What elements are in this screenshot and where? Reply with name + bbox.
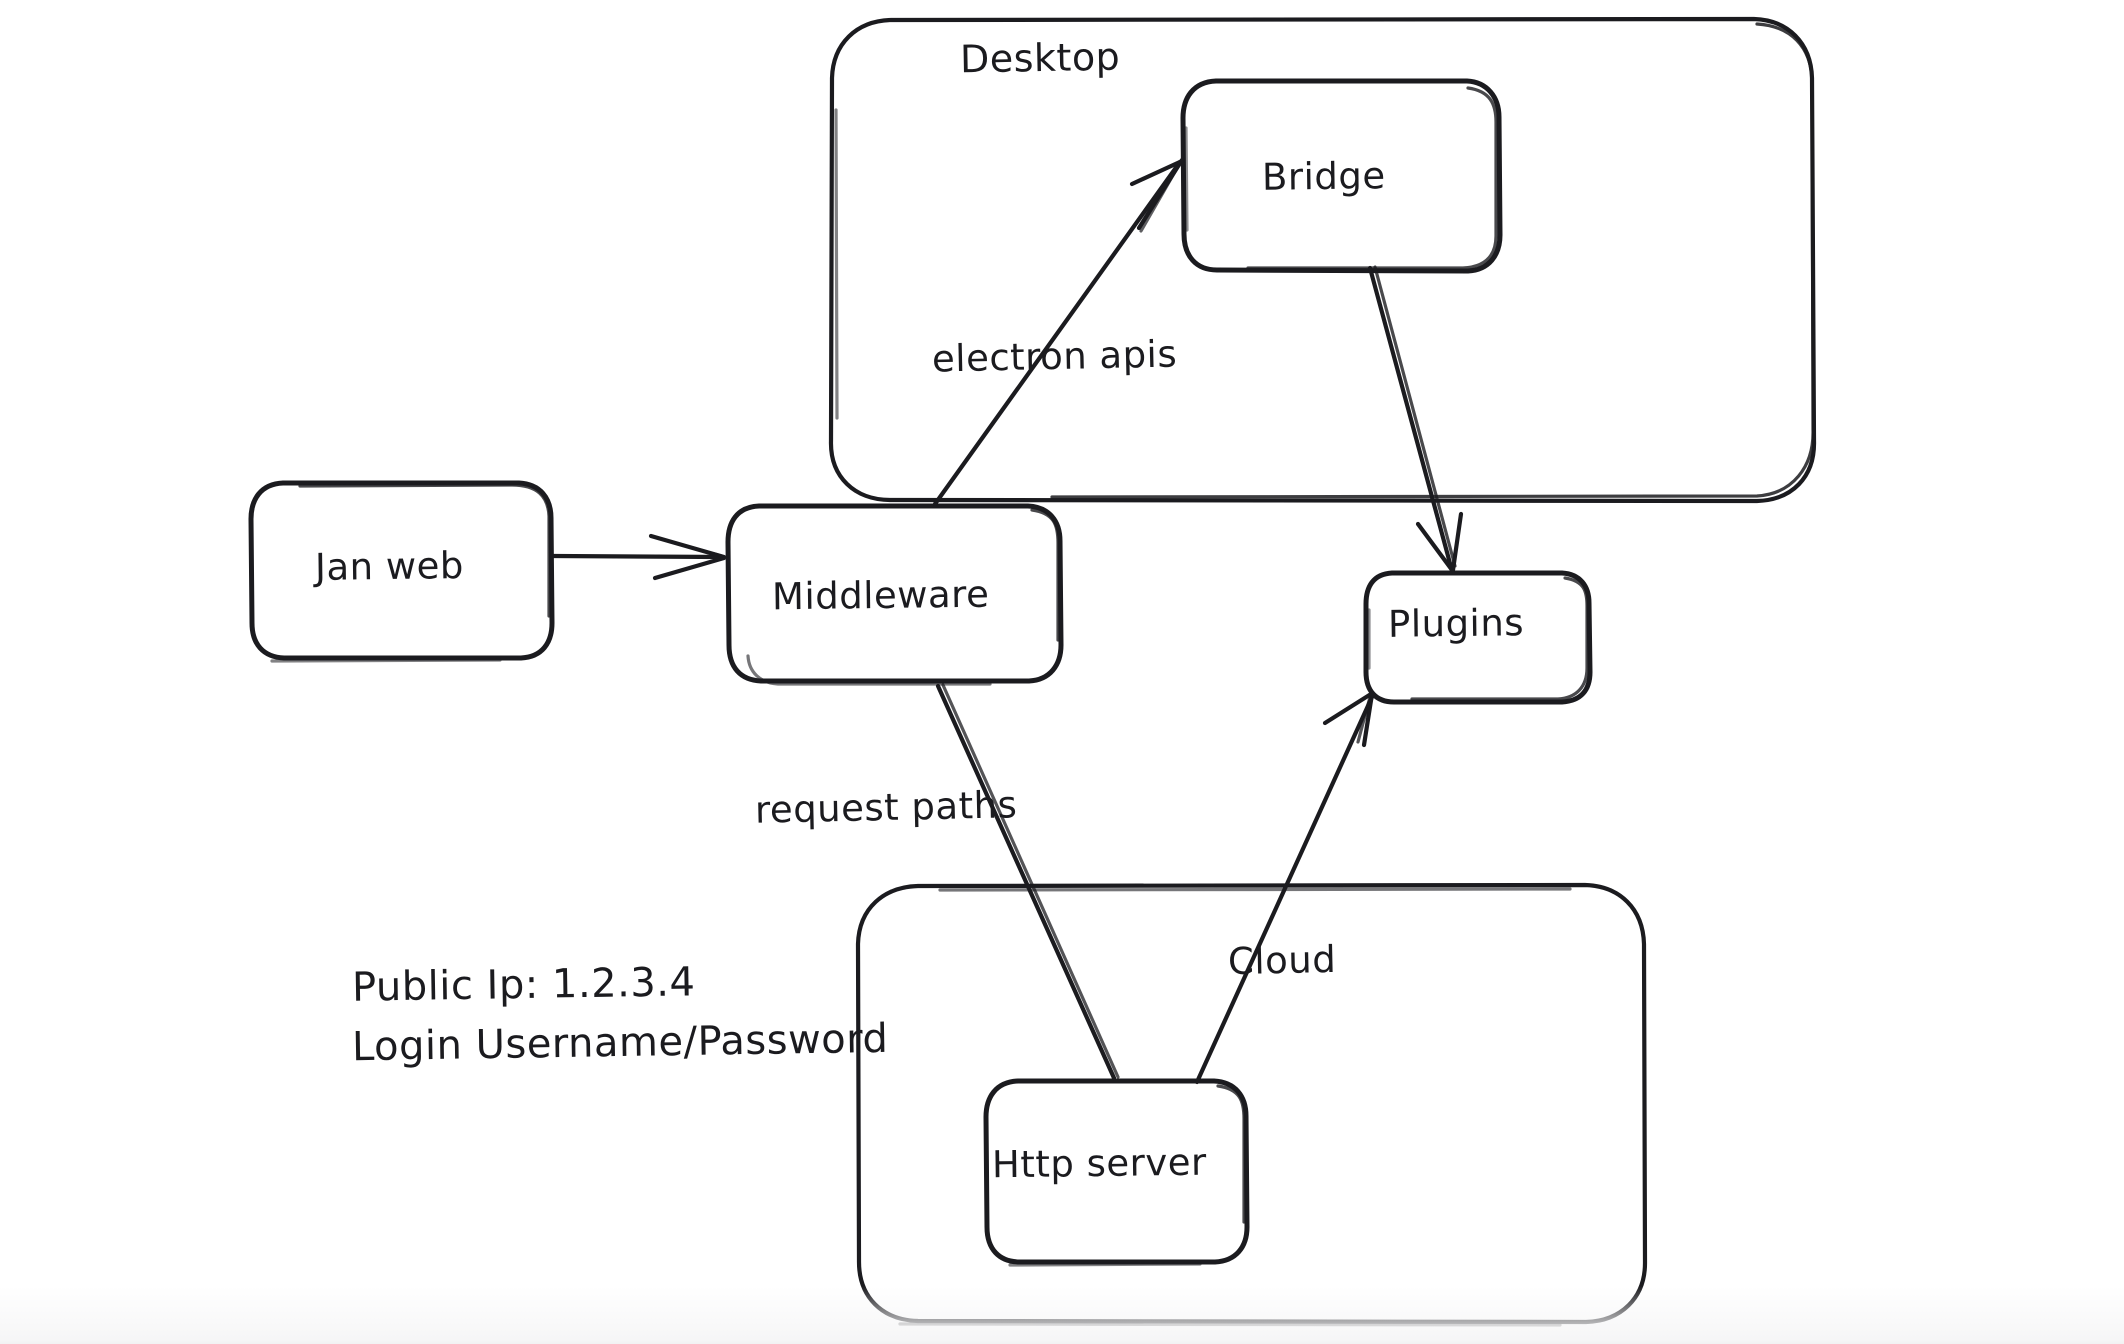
edge-jan-web-to-middleware [551, 533, 727, 581]
node-label-http-server: Http server [991, 1140, 1207, 1187]
node-label-middleware: Middleware [771, 572, 990, 619]
edge-label-cloud: Cloud [1227, 937, 1337, 984]
edge-middleware-to-bridge [932, 157, 1185, 507]
node-label-bridge: Bridge [1261, 154, 1386, 199]
note-public-ip: Public Ip: 1.2.3.4 [351, 959, 696, 1011]
edge-bridge-to-plugins [1367, 265, 1464, 573]
edge-label-electron-apis: electron apis [931, 332, 1178, 381]
edge-http-server-to-plugins [1194, 691, 1375, 1085]
node-plugins-outline [1363, 570, 1593, 705]
node-bridge-outline [1180, 78, 1503, 274]
note-login-credentials: Login Username/Password [351, 1015, 889, 1071]
edge-middleware-to-http-server [935, 683, 1120, 1081]
node-http-server-outline [983, 1078, 1250, 1267]
node-jan-web-outline [248, 480, 555, 663]
node-label-plugins: Plugins [1387, 601, 1525, 646]
group-desktop-outline [828, 16, 1817, 504]
node-label-jan-web: Jan web [314, 544, 465, 589]
group-label-desktop: Desktop [959, 34, 1121, 82]
node-middleware-outline [725, 503, 1064, 686]
edge-label-request-paths: request paths [754, 783, 1018, 832]
